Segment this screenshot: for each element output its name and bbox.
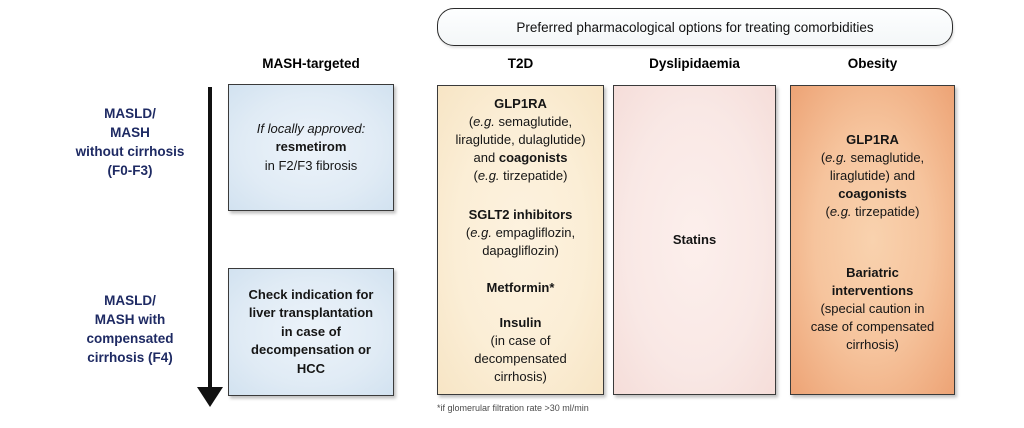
- banner-pill: Preferred pharmacological options for tr…: [437, 8, 953, 46]
- arrow-shaft: [208, 87, 212, 389]
- box-dyslipidaemia-options: Statins: [613, 85, 776, 395]
- down-arrow-icon: [196, 87, 224, 409]
- banner-title: Preferred pharmacological options for tr…: [516, 19, 874, 35]
- column-header-mash-targeted: MASH-targeted: [262, 56, 360, 71]
- column-header-t2d: T2D: [507, 56, 534, 71]
- column-header-obesity: Obesity: [847, 56, 898, 71]
- box-obesity-options: GLP1RA(e.g. semaglutide,liraglutide) and…: [790, 85, 955, 395]
- box-t2d-options: GLP1RA(e.g. semaglutide,liraglutide, dul…: [437, 85, 604, 395]
- footnote-metformin: *if glomerular filtration rate >30 ml/mi…: [437, 403, 589, 413]
- column-header-dyslipidaemia: Dyslipidaemia: [649, 56, 740, 71]
- arrow-head: [197, 387, 223, 407]
